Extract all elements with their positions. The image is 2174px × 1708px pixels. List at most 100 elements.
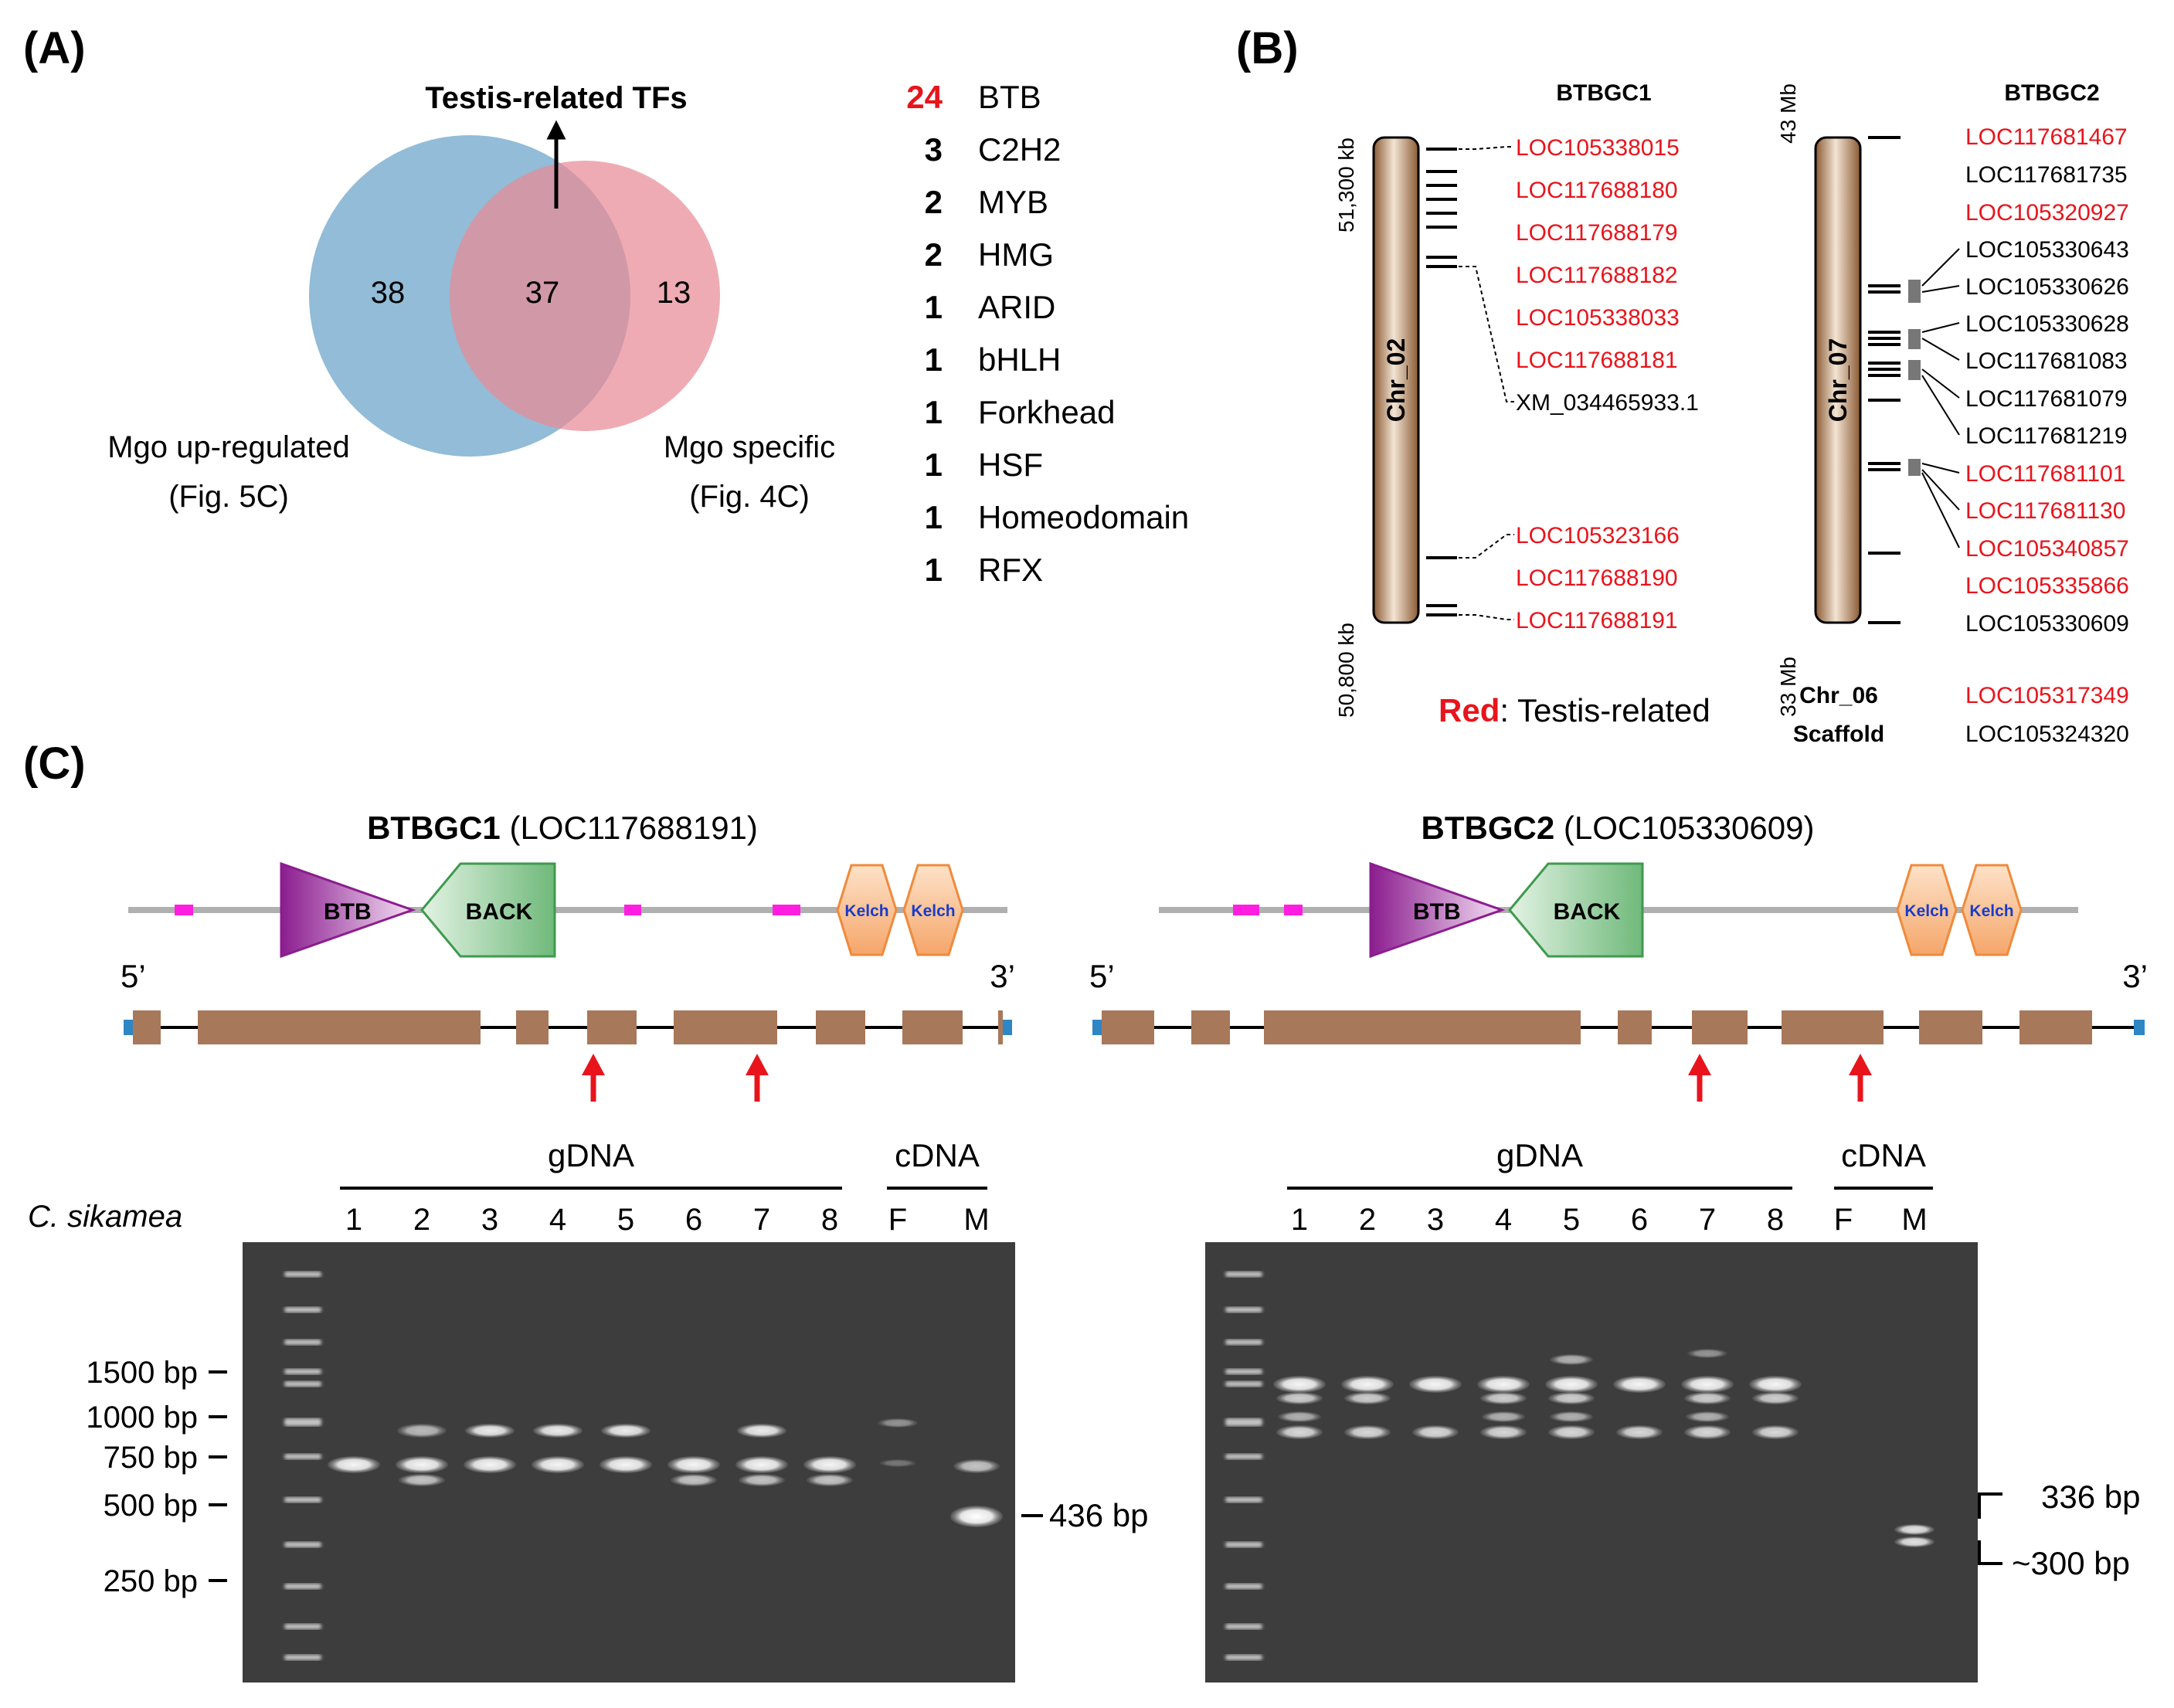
ladder-band xyxy=(284,1655,321,1660)
cluster2-gene-label: LOC105330643 xyxy=(1965,237,2129,263)
primer-arrow-icon xyxy=(1688,1054,1711,1075)
back-domain-label: BACK xyxy=(1554,899,1621,925)
chr07-connector xyxy=(1921,463,1960,474)
tf-family: BTB xyxy=(978,79,1041,115)
cdna-label: cDNA xyxy=(895,1137,980,1173)
exon xyxy=(198,1010,481,1044)
dna-band xyxy=(1276,1425,1323,1439)
cluster2-gene-label: LOC117681735 xyxy=(1965,162,2128,188)
dna-band xyxy=(600,1456,652,1473)
five-prime-label: 5’ xyxy=(121,958,146,994)
dna-band xyxy=(465,1424,515,1438)
venn-overlap-count: 37 xyxy=(525,276,560,310)
kelch-domain xyxy=(902,864,964,956)
dna-band xyxy=(1344,1392,1391,1404)
panel-a-label: (A) xyxy=(23,23,86,73)
cluster2-gene-label: LOC117681130 xyxy=(1965,498,2125,524)
dna-band xyxy=(1480,1392,1527,1404)
primer-arrow-icon xyxy=(582,1054,605,1075)
dna-band xyxy=(737,1424,786,1438)
tf-family: HMG xyxy=(978,236,1054,273)
tf-count: 1 xyxy=(925,552,943,588)
chromosome-chr07 xyxy=(1814,136,1862,624)
motif-marker xyxy=(773,905,800,915)
three-prime-label: 3’ xyxy=(990,958,1015,994)
dna-band xyxy=(532,1456,584,1473)
cluster2-gene-label: LOC105340857 xyxy=(1965,536,2129,562)
back-domain xyxy=(420,862,556,958)
product-size-label: ~300 bp xyxy=(2012,1545,2130,1581)
lane-label: M xyxy=(1901,1203,1927,1237)
dna-band xyxy=(1409,1376,1462,1393)
dna-band xyxy=(1480,1425,1527,1439)
dna-band xyxy=(1894,1537,1935,1547)
tf-count: 2 xyxy=(925,184,943,220)
chr07-cluster-marker xyxy=(1908,360,1921,380)
ladder-band xyxy=(284,1369,321,1374)
cdna-label: cDNA xyxy=(1841,1137,1926,1173)
exon xyxy=(587,1010,637,1044)
tf-family: ARID xyxy=(978,289,1055,325)
chr02-connector xyxy=(1459,266,1514,402)
motif-marker xyxy=(1233,905,1259,915)
ladder-size-label: 500 bp xyxy=(104,1489,198,1523)
utr-3 xyxy=(1001,1020,1012,1035)
kelch-domain-label: Kelch xyxy=(911,902,955,920)
tf-family: RFX xyxy=(978,552,1043,588)
chr07-cluster-marker xyxy=(1908,329,1921,349)
cluster1-gene-label: LOC105323166 xyxy=(1516,523,1680,548)
ladder-band xyxy=(1225,1542,1262,1547)
venn-right-figref: (Fig. 4C) xyxy=(689,480,810,514)
dna-band xyxy=(1684,1392,1731,1404)
panel-b-label: (B) xyxy=(1236,23,1299,73)
ladder-band xyxy=(284,1340,321,1345)
panel-a: (A) 38 37 13 Testis-related TFs Mgo up-r… xyxy=(23,23,1189,588)
tf-count: 3 xyxy=(925,131,943,168)
ladder-band xyxy=(1225,1307,1262,1312)
venn-arrow-label: Testis-related TFs xyxy=(425,81,687,115)
cluster1-gene-label: LOC117688180 xyxy=(1516,178,1678,203)
btb-domain xyxy=(280,861,416,959)
utr-5 xyxy=(124,1020,134,1035)
dna-band xyxy=(1412,1425,1459,1439)
cluster1-gene-label: XM_034465933.1 xyxy=(1516,390,1699,416)
dna-band xyxy=(1749,1376,1802,1393)
tf-family: Homeodomain xyxy=(978,499,1189,535)
ladder-band xyxy=(284,1381,321,1387)
motif-marker xyxy=(175,905,193,915)
cluster2-gene-label: LOC105335866 xyxy=(1965,573,2129,599)
lane-label: 5 xyxy=(617,1203,634,1237)
kelch-domain-label: Kelch xyxy=(1969,902,2013,920)
lane-label: 3 xyxy=(1427,1203,1444,1237)
chr02-connector xyxy=(1459,146,1514,150)
panel-b: (B) BTBGC1 Chr_02 51,300 kb 50,800 kb LO… xyxy=(1236,23,2129,747)
cluster1-gene-label: LOC117688179 xyxy=(1516,220,1678,246)
dna-band xyxy=(1482,1411,1525,1422)
dna-band xyxy=(1686,1411,1729,1422)
dna-band xyxy=(399,1474,445,1486)
ladder-band xyxy=(1225,1584,1262,1589)
dna-band xyxy=(1278,1411,1321,1422)
btb-domain-label: BTB xyxy=(1413,899,1461,925)
venn-right-circle xyxy=(450,161,720,431)
cluster2-gene-label: LOC105330609 xyxy=(1965,611,2129,637)
tf-family: Forkhead xyxy=(978,394,1115,430)
venn-left-label: Mgo up-regulated xyxy=(107,430,350,464)
chromosome-chr02 xyxy=(1372,136,1420,624)
chr07-top-coord: 43 Mb xyxy=(1776,83,1800,144)
dna-band xyxy=(1341,1376,1394,1393)
ladder-band xyxy=(1225,1381,1262,1387)
lane-label: 1 xyxy=(1291,1203,1308,1237)
gene-structures: 5’3’5’3’ xyxy=(121,958,2148,1102)
cluster2-title: BTBGC2 xyxy=(2004,80,2099,106)
tf-count: 1 xyxy=(925,341,943,378)
chr07-bottom-coord: 33 Mb xyxy=(1776,657,1800,717)
cluster1-gene-label: LOC117688191 xyxy=(1516,608,1678,633)
cluster1-genes: LOC105338015LOC117688180LOC117688179LOC1… xyxy=(1426,135,1699,633)
chr07-connector xyxy=(1921,469,1960,511)
species-label: C. sikamea xyxy=(28,1200,182,1234)
extra-location-label: Scaffold xyxy=(1793,722,1884,747)
exon xyxy=(1782,1010,1884,1044)
dna-band xyxy=(1545,1376,1598,1393)
